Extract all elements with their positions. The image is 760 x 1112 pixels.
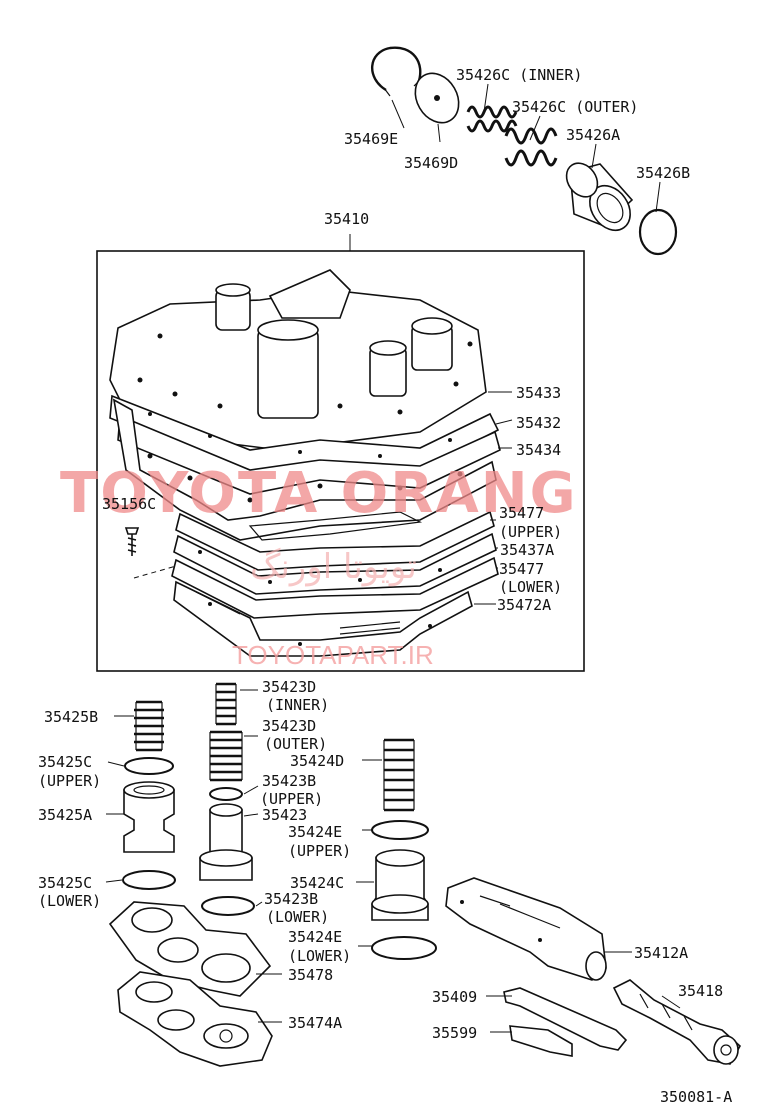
spring-35423D-outer [209,730,243,782]
label-35472A: 35472A [497,596,551,614]
label-35418: 35418 [678,982,723,1000]
label-35423B-upper-qualifier: (UPPER) [260,790,323,808]
label-35424E-lower: 35424E [288,928,342,946]
label-35426B: 35426B [636,164,690,182]
label-35477-lower: 35477 [499,560,544,578]
label-35477-upper: 35477 [499,504,544,522]
part-labels: 35469E 35469D 35426C (INNER) 35426C (OUT… [38,66,732,1106]
label-35478: 35478 [288,966,333,984]
plate-35432 [117,414,501,495]
piston-35425A [123,781,175,853]
label-35423B-lower: 35423B [264,890,318,908]
o-ring-35426B [638,208,678,256]
label-35156C: 35156C [102,495,156,513]
label-35425A: 35425A [38,806,92,824]
label-35469E: 35469E [344,130,398,148]
label-35423B-lower-qualifier: (LOWER) [266,908,329,926]
label-35423D-inner-qualifier: (INNER) [266,696,329,714]
leader-lines [105,83,681,1033]
label-35423B-upper: 35423B [262,772,316,790]
spring-35426C-outer [504,127,558,167]
gasket-35477-lower [171,556,499,619]
label-35424C: 35424C [290,874,344,892]
label-35412A: 35412A [634,944,688,962]
watermark-persian: تویوتا اورنگ [250,547,417,587]
plate-35599 [509,1025,573,1057]
label-35477-upper-qualifier: (UPPER) [499,523,562,541]
lower-valve-body [112,398,497,541]
label-35425C-upper-qualifier: (UPPER) [38,772,101,790]
piston-35423 [199,803,253,881]
label-35423: 35423 [262,806,307,824]
label-35409: 35409 [432,988,477,1006]
retainer-plate-35469D [414,72,460,124]
gasket-35477-upper [175,510,495,571]
label-35477-lower-qualifier: (LOWER) [499,578,562,596]
cover-35474A [117,971,273,1067]
spring-35426C-inner [466,105,518,133]
spring-35423D-inner [215,682,237,726]
spring-35424D [383,738,415,812]
label-35410: 35410 [324,210,369,228]
label-35425C-upper: 35425C [38,753,92,771]
label-35434: 35434 [516,441,561,459]
valve-body-assembly-box [96,250,585,672]
snap-ring-35469E [370,46,422,97]
label-35469D: 35469D [404,154,458,172]
o-ring-35423B-lower [201,896,255,916]
label-35425B: 35425B [44,708,98,726]
bolt-35156C [124,527,177,579]
label-35426C-inner: 35426C (INNER) [456,66,582,84]
label-35433: 35433 [516,384,561,402]
label-35424E-upper: 35424E [288,823,342,841]
piston-35424C [371,849,429,921]
label-35437A: 35437A [500,541,554,559]
watermark-url: TOYOTAPART.IR [232,640,434,670]
gasket-35478 [108,901,272,997]
label-35424E-lower-qualifier: (LOWER) [288,947,351,965]
label-35423D-outer: 35423D [262,717,316,735]
label-35424E-upper-qualifier: (UPPER) [288,842,351,860]
o-ring-35424E-lower [371,936,437,960]
diagram-id: 350081-A [660,1088,732,1106]
label-35432: 35432 [516,414,561,432]
valve-body-35412A [445,877,607,981]
o-ring-35424E-upper [371,820,429,840]
label-35425C-lower: 35425C [38,874,92,892]
o-ring-35423B-upper [209,787,243,801]
label-35599: 35599 [432,1024,477,1042]
piston-35426A [565,162,634,232]
cover-plate-35472A [173,580,473,657]
label-35426C-outer: 35426C (OUTER) [512,98,638,116]
watermark-brand: TOYOTA ORANG [60,461,578,526]
label-35423D-inner: 35423D [262,678,316,696]
label-35426A: 35426A [566,126,620,144]
upper-valve-body [109,269,487,451]
spring-35425B [134,700,164,752]
watermark: TOYOTA ORANG تویوتا اورنگ TOYOTAPART.IR [60,461,578,670]
label-35474A: 35474A [288,1014,342,1032]
o-ring-35425C-upper [124,757,174,775]
label-35424D: 35424D [290,752,344,770]
label-35423D-outer-qualifier: (OUTER) [264,735,327,753]
label-35425C-lower-qualifier: (LOWER) [38,892,101,910]
o-ring-35425C-lower [122,870,176,890]
plate-35409 [503,987,628,1051]
valve-35418 [612,979,742,1065]
plate-35437A [173,532,497,595]
